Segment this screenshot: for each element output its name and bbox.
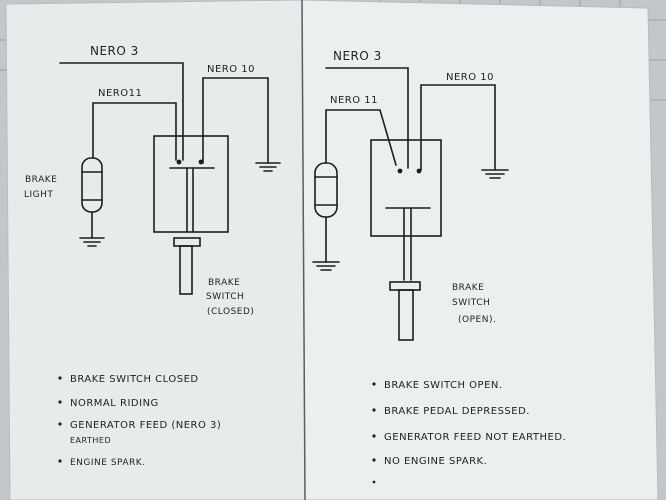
left-lamp-ground-icon — [79, 237, 105, 247]
right-label-switch-state: (OPEN). — [458, 315, 496, 325]
right-nero11-wire — [325, 109, 397, 166]
right-circuit — [312, 67, 509, 341]
left-label-nero10: NERO 10 — [207, 64, 255, 75]
left-contact-b — [198, 159, 204, 165]
right-note-2: BRAKE PEDAL DEPRESSED. — [384, 406, 530, 417]
left-note-3b: EARTHED — [70, 436, 111, 445]
left-label-nero11: NERO11 — [98, 88, 142, 99]
left-note-4: ENGINE SPARK. — [70, 458, 146, 468]
right-note-3: GENERATOR FEED NOT EARTHED. — [384, 432, 566, 443]
right-nero10-wire — [420, 84, 496, 171]
right-label-switch-brake: BRAKE — [452, 283, 484, 293]
left-circuit — [59, 62, 281, 295]
right-note-5-bullet — [372, 480, 376, 484]
right-nero10-ground-icon — [481, 169, 509, 179]
left-sheet — [5, 0, 306, 500]
sheet-divider — [301, 0, 306, 500]
left-nero10-wire — [202, 77, 269, 164]
right-notes: BRAKE SWITCH OPEN. BRAKE PEDAL DEPRESSED… — [372, 380, 566, 484]
left-nero10-ground-icon — [255, 162, 281, 172]
left-notes: BRAKE SWITCH CLOSED NORMAL RIDING GENERA… — [58, 374, 221, 468]
right-switch-housing — [370, 139, 442, 237]
left-nero3-wire — [59, 62, 184, 161]
right-label-nero11: NERO 11 — [330, 95, 378, 106]
right-nero3-wire — [325, 67, 409, 169]
left-label-brake: BRAKE — [25, 175, 57, 185]
right-label-nero3: NERO 3 — [333, 49, 382, 63]
left-label-switch-brake: BRAKE — [208, 278, 240, 288]
right-note-1: BRAKE SWITCH OPEN. — [384, 380, 503, 391]
right-lamp-ground-icon — [312, 261, 340, 271]
right-contact-a — [397, 168, 403, 174]
left-nero11-wire — [92, 102, 177, 161]
left-label-switch-state: (CLOSED) — [207, 307, 254, 317]
right-contact-b — [416, 168, 422, 174]
right-label-nero10: NERO 10 — [446, 72, 494, 83]
left-label-nero3: NERO 3 — [90, 44, 139, 58]
left-plunger — [179, 245, 193, 295]
right-label-switch: SWITCH — [452, 298, 490, 308]
left-label-light: LIGHT — [24, 190, 53, 200]
left-note-2: NORMAL RIDING — [70, 398, 159, 409]
right-note-4: NO ENGINE SPARK. — [384, 456, 487, 467]
left-switch-housing — [153, 135, 229, 233]
left-note-3: GENERATOR FEED (NERO 3) — [70, 420, 221, 431]
left-contact-a — [176, 159, 182, 165]
left-note-1: BRAKE SWITCH CLOSED — [70, 374, 199, 385]
left-label-switch: SWITCH — [206, 292, 244, 302]
right-plunger — [398, 289, 414, 341]
